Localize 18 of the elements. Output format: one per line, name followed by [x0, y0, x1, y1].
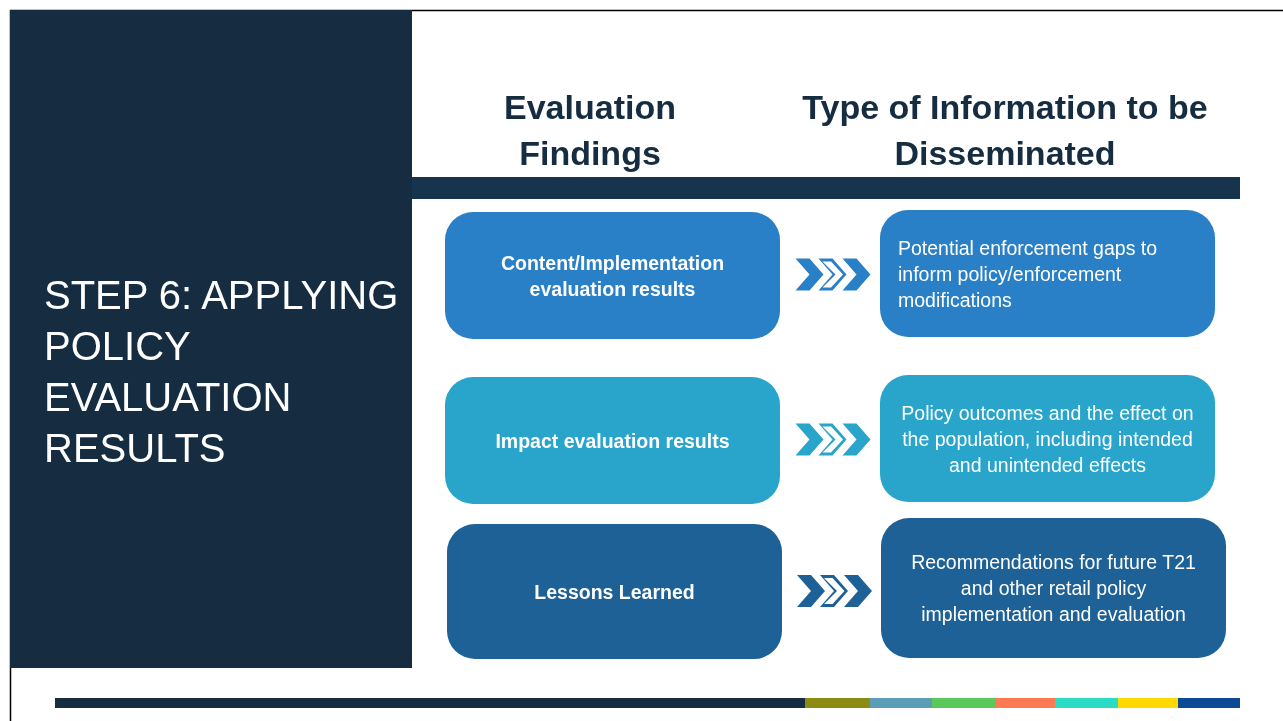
finding-box	[447, 524, 782, 659]
chevron-arrow	[795, 423, 871, 456]
column-heading: Type of Information to be Disseminated	[801, 87, 1209, 174]
box-text: Impact evaluation results	[495, 428, 730, 454]
box-text: Content/Implementation evaluation results	[499, 250, 726, 302]
box-text: Recommendations for future T21 and other retail policy implementation and evaluation	[910, 550, 1197, 627]
finding-box	[445, 377, 780, 504]
slide-title: STEP 6: APPLYING POLICY EVALUATION RESULTS	[44, 272, 400, 472]
column-heading: Evaluation Findings	[503, 87, 677, 174]
information-box	[881, 518, 1226, 658]
information-box	[880, 375, 1215, 502]
finding-box	[445, 212, 780, 339]
chevron-arrow	[797, 575, 872, 607]
chevron-arrow	[795, 258, 871, 291]
box-text: Policy outcomes and the effect on the population, including intended and unintended effects	[900, 400, 1195, 478]
information-box	[880, 210, 1215, 337]
box-text: Potential enforcement gaps to inform policy/enforcement modifications	[898, 235, 1159, 313]
box-text: Lessons Learned	[534, 579, 695, 605]
